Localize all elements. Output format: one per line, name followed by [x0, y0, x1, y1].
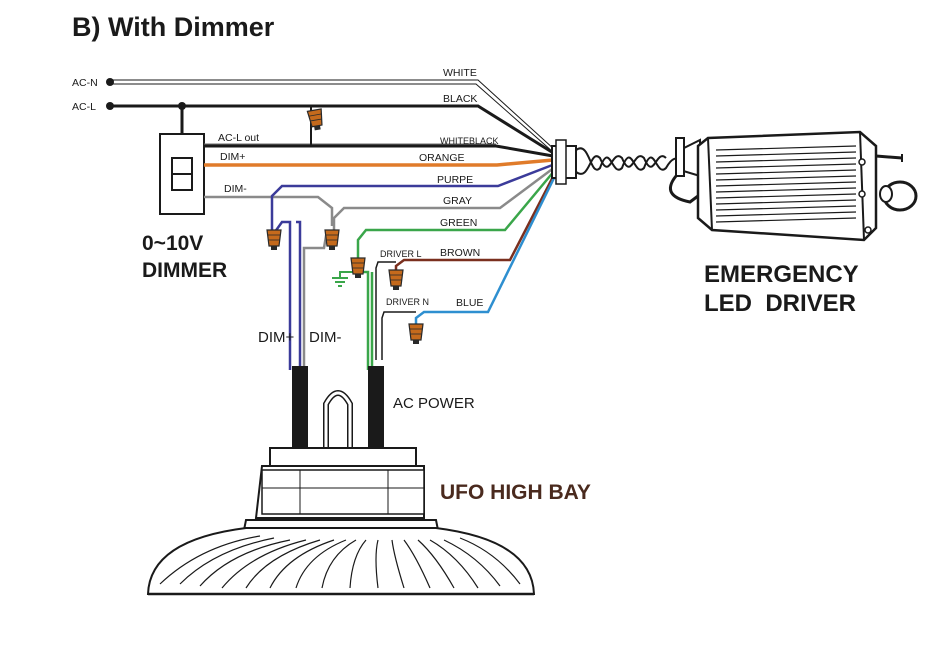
ground-wire [339, 271, 358, 278]
green-connector [350, 257, 366, 279]
dimmer-label-line1: 0~10V [142, 232, 203, 255]
dimmer-dim-minus-wire [204, 195, 334, 226]
dimmer-dim-minus-label: DIM- [224, 183, 247, 195]
green-wire-label: GREEN [440, 217, 477, 229]
fixture-dim-plus-label: DIM+ [258, 329, 294, 346]
diagram-title: B) With Dimmer [72, 12, 275, 42]
emergency-driver [668, 130, 918, 242]
gray-wire [332, 165, 556, 230]
acl-out-wire [204, 144, 554, 158]
acl-out-label: AC-L out [218, 132, 259, 144]
driver-l-wire [375, 261, 396, 360]
blue-connector [408, 323, 424, 345]
black-wire [110, 104, 556, 156]
driver-label-line2: LED DRIVER [704, 290, 856, 317]
dimmer-box [159, 133, 205, 215]
dimmer-dim-plus-label: DIM+ [220, 151, 245, 163]
fixture-dim-leads [270, 220, 334, 370]
driver-label-line1: EMERGENCY [704, 261, 859, 288]
brown-connector [388, 269, 404, 291]
black-tap-connector [306, 108, 326, 132]
driver-cable [551, 139, 687, 185]
purple-connector [266, 229, 282, 251]
black-wire-label: BLACK [443, 93, 477, 105]
driver-l-label: DRIVER L [380, 249, 422, 259]
purple-wire [270, 162, 556, 230]
ac-power-label: AC POWER [393, 395, 475, 412]
ac-cable [368, 366, 384, 448]
dim-cable [292, 366, 308, 448]
purple-wire-label: PURPE [437, 174, 473, 186]
white-wire-label: WHITE [443, 67, 477, 79]
orange-wire-label: ORANGE [419, 152, 465, 164]
ufo-high-bay-label: UFO HIGH BAY [440, 481, 591, 504]
fixture-dim-minus-label: DIM- [309, 329, 342, 346]
brown-wire [394, 172, 557, 270]
green-wire [356, 169, 556, 262]
gray-wire-label: GRAY [443, 195, 472, 207]
blue-wire-label: BLUE [456, 297, 483, 309]
fixture-ac-leads [358, 270, 374, 370]
ground-icon [332, 277, 348, 287]
acl-label: AC-L [72, 101, 96, 113]
acn-terminal [106, 78, 114, 86]
acn-label: AC-N [72, 77, 98, 89]
dimmer-label-line2: DIMMER [142, 259, 227, 282]
driver-n-wire [381, 311, 416, 360]
white-wire [110, 79, 556, 153]
brown-wire-label: BROWN [440, 247, 480, 259]
white-black-wire-label: WHITEBLACK [440, 136, 499, 146]
ufo-high-bay-fixture [146, 390, 536, 596]
blue-wire [414, 175, 557, 324]
gray-connector [324, 229, 340, 251]
driver-n-label: DRIVER N [386, 297, 429, 307]
orange-wire [204, 158, 554, 167]
